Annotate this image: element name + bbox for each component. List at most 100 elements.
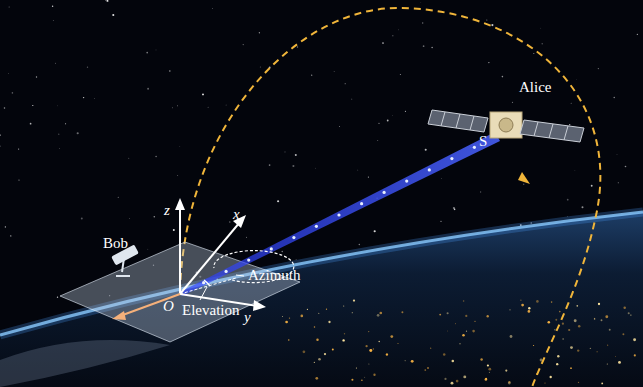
star <box>179 146 181 148</box>
city-light <box>485 378 487 380</box>
star <box>212 7 214 9</box>
star <box>173 229 175 231</box>
city-light <box>623 306 625 308</box>
city-light <box>521 304 524 307</box>
star <box>36 76 37 77</box>
city-light <box>282 316 284 318</box>
annotation-label: Bob <box>103 236 128 251</box>
city-light <box>505 370 507 372</box>
orbit <box>180 8 600 387</box>
city-light <box>590 348 591 349</box>
city-light <box>446 330 448 332</box>
quantum-beam <box>180 132 500 296</box>
star <box>523 184 524 185</box>
star <box>359 244 361 246</box>
city-light <box>401 311 403 313</box>
city-light <box>628 312 630 314</box>
star <box>147 88 149 90</box>
star <box>0 134 1 136</box>
star <box>512 102 513 103</box>
star <box>128 158 129 159</box>
photon <box>450 157 453 160</box>
city-light <box>594 318 596 320</box>
star <box>105 0 107 1</box>
city-light <box>618 361 621 364</box>
city-light <box>528 310 531 313</box>
star <box>598 68 599 69</box>
photon <box>383 191 386 194</box>
city-light <box>480 358 482 360</box>
star <box>58 134 59 135</box>
star <box>77 132 79 134</box>
star <box>571 103 572 104</box>
city-light <box>574 319 577 322</box>
city-light <box>404 360 406 362</box>
city-light <box>548 321 551 324</box>
star <box>54 62 56 64</box>
star <box>591 185 593 187</box>
city-light <box>343 305 344 306</box>
city-light <box>353 299 355 301</box>
star <box>569 124 570 125</box>
city-light <box>528 307 530 309</box>
city-light <box>594 318 595 319</box>
earth <box>0 212 643 387</box>
annotation-label: Azimuth <box>248 268 301 283</box>
city-light <box>597 351 598 352</box>
azimuth-leader <box>236 275 244 276</box>
city-light <box>373 348 375 350</box>
city-light <box>554 329 555 330</box>
star <box>146 52 148 54</box>
photon <box>292 236 295 239</box>
city-light <box>607 363 608 364</box>
city-light <box>368 331 369 332</box>
city-light <box>314 362 315 363</box>
star <box>87 67 88 68</box>
star <box>502 76 504 78</box>
city-light <box>447 312 449 314</box>
star <box>112 14 114 16</box>
city-light <box>544 382 545 383</box>
city-light <box>576 305 578 307</box>
star <box>533 53 534 54</box>
city-light <box>634 354 636 356</box>
annotation-label: S <box>479 134 487 149</box>
city-light <box>316 338 319 341</box>
city-light <box>630 315 631 316</box>
star <box>311 75 312 76</box>
city-light <box>474 321 475 322</box>
city-light <box>536 300 539 303</box>
city-light <box>344 333 345 334</box>
star <box>129 218 131 220</box>
city-light <box>465 315 467 317</box>
photon <box>270 247 273 250</box>
star <box>399 73 401 75</box>
city-light <box>466 331 467 332</box>
city-light <box>510 335 513 338</box>
city-light <box>456 380 459 383</box>
city-light <box>369 349 372 352</box>
star <box>12 92 14 94</box>
star <box>52 6 53 7</box>
star <box>171 107 173 109</box>
star <box>5 226 6 227</box>
orbit-arrow <box>518 172 530 184</box>
city-light <box>318 358 321 361</box>
city-light <box>364 376 366 378</box>
city-light <box>377 314 380 317</box>
city-light <box>509 309 510 310</box>
star <box>260 66 261 67</box>
star <box>582 206 584 208</box>
city-light <box>559 311 561 313</box>
city-light <box>430 348 431 349</box>
star <box>207 106 209 108</box>
city-light <box>533 345 534 346</box>
photon <box>360 202 363 205</box>
city-light <box>578 382 579 383</box>
city-light <box>303 350 306 353</box>
city-light <box>472 330 475 333</box>
star <box>94 98 96 100</box>
star <box>425 149 427 151</box>
